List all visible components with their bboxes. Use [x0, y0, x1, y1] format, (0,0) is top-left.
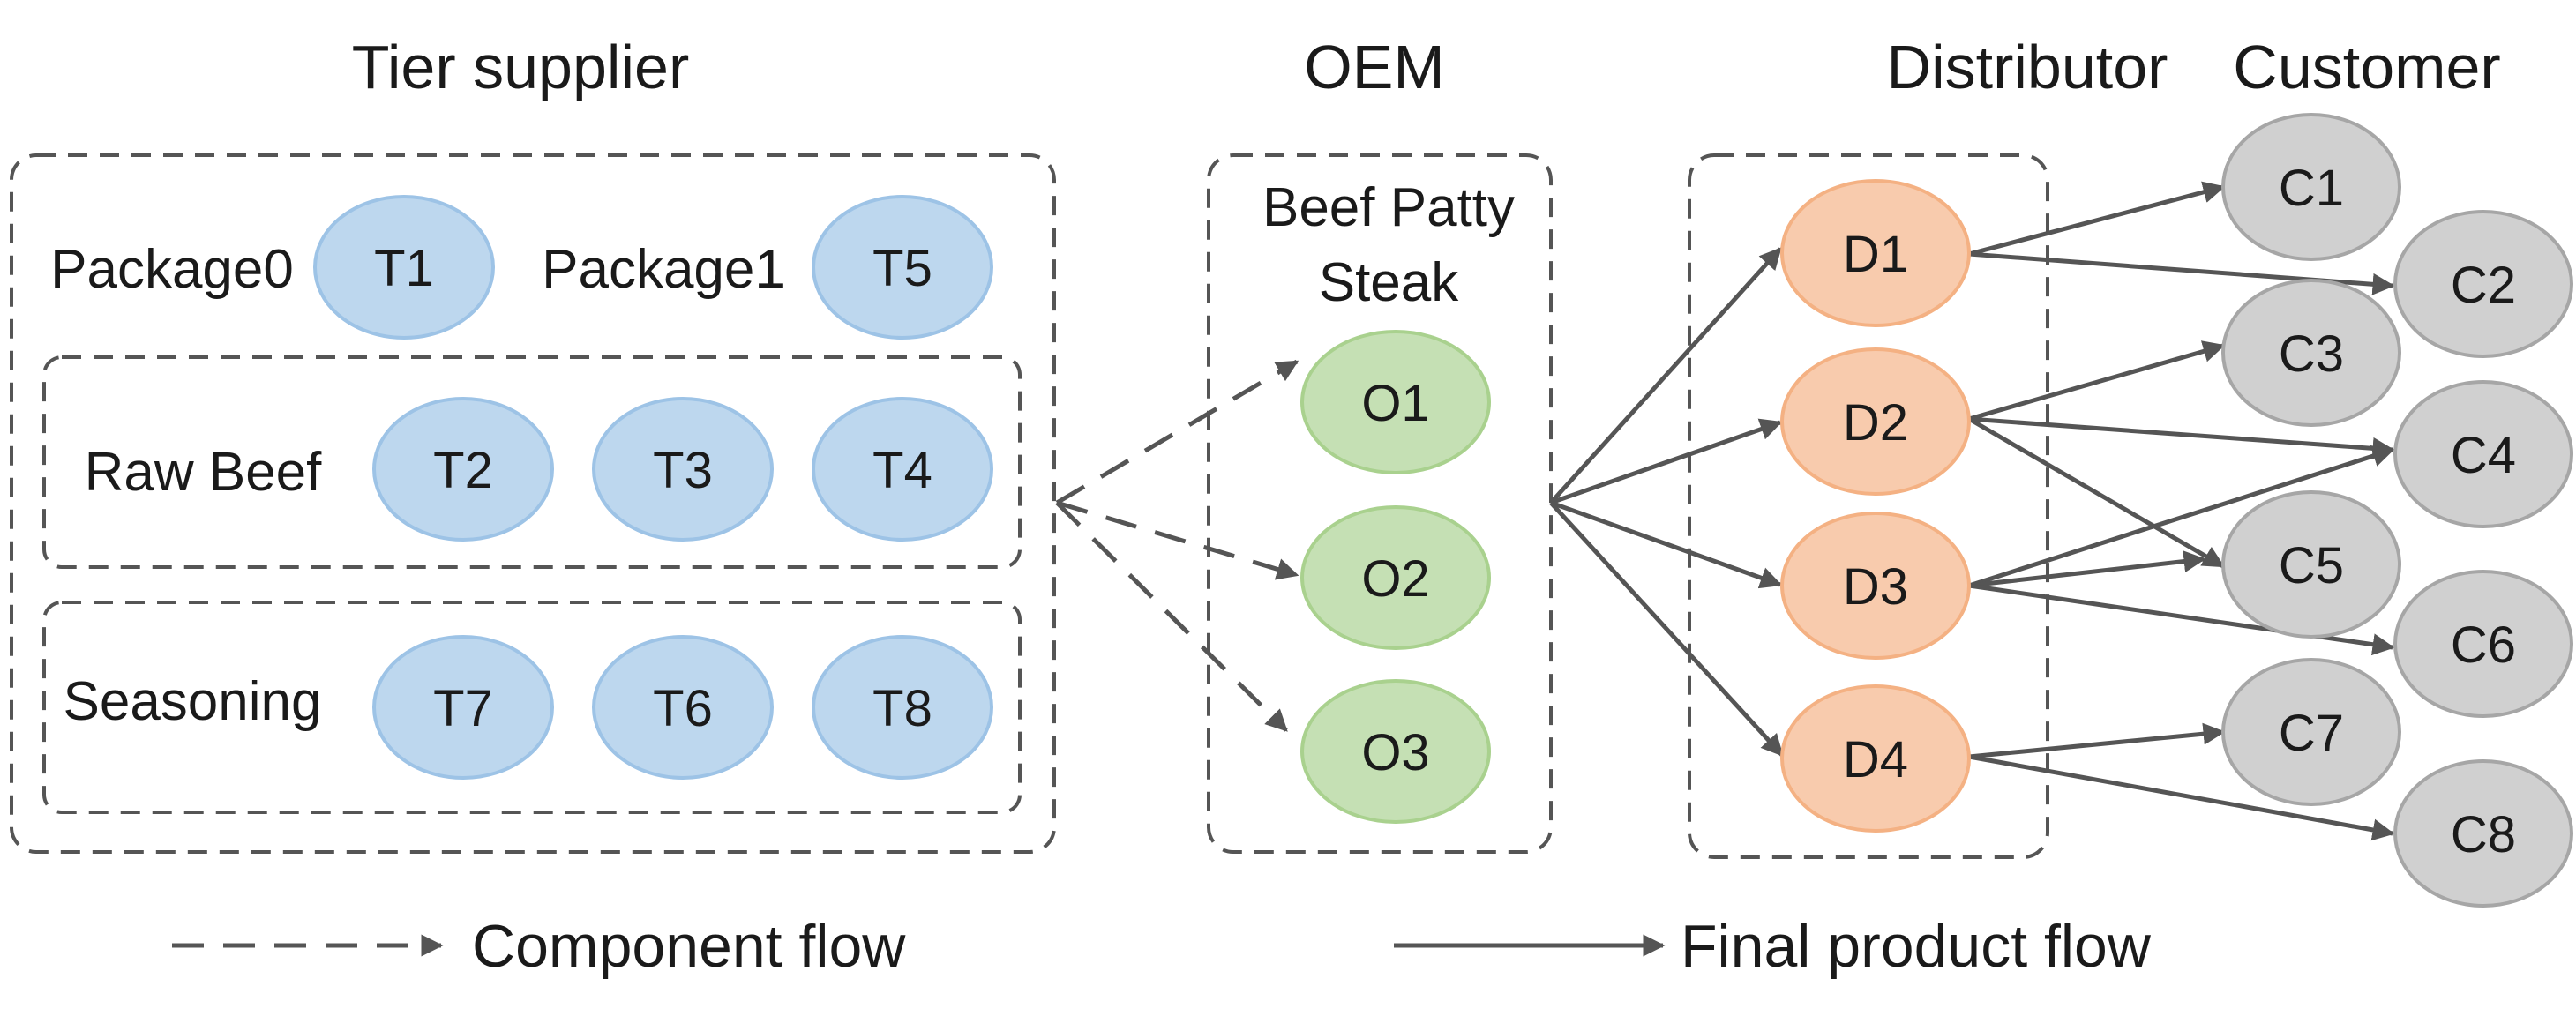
node-c6: C6: [2393, 570, 2573, 718]
node-d4-label: D4: [1843, 731, 1908, 788]
node-c5: C5: [2221, 490, 2401, 639]
node-t5-label: T5: [872, 240, 932, 297]
node-t2-label: T2: [433, 442, 493, 499]
node-t8: T8: [812, 635, 993, 780]
final-flow-edge-d1-c1: [1968, 181, 2226, 257]
node-t8-label: T8: [872, 680, 932, 737]
node-c8-label: C8: [2451, 806, 2516, 863]
seasoning-box: [42, 601, 1022, 814]
node-t5: T5: [812, 195, 993, 340]
header-customer: Customer: [2233, 33, 2500, 101]
node-o3-label: O3: [1361, 724, 1429, 781]
legend-final-product-flow-label: Final product flow: [1681, 913, 2152, 980]
node-t6: T6: [592, 635, 774, 780]
label-oem-steak: Steak: [1319, 252, 1460, 313]
final-flow-edge-d2-c4: [1968, 416, 2395, 459]
final-flow-edge-d4-c7: [1968, 722, 2226, 759]
node-o1-label: O1: [1361, 375, 1429, 432]
component-flow-edge-o1: [1055, 359, 1299, 505]
node-t7-label: T7: [433, 680, 493, 737]
distributor-box: [1688, 153, 2049, 859]
header-oem: OEM: [1304, 33, 1444, 101]
final-flow-edge-oem-d4: [1549, 501, 1784, 757]
legend-component-flow-label: Component flow: [472, 913, 906, 980]
node-c4: C4: [2393, 380, 2573, 528]
node-o3: O3: [1300, 679, 1491, 824]
node-t4: T4: [812, 397, 993, 542]
final-flow-edge-d4-c8: [1968, 754, 2395, 841]
node-t4-label: T4: [872, 442, 932, 499]
node-o2: O2: [1300, 505, 1491, 650]
node-d2-label: D2: [1843, 394, 1908, 452]
node-c5-label: C5: [2279, 537, 2344, 594]
final-flow-edge-d3-c5: [1968, 550, 2206, 588]
node-c3-label: C3: [2279, 325, 2344, 383]
final-flow-edge-oem-d2: [1550, 418, 1783, 505]
node-c7-label: C7: [2279, 705, 2344, 762]
label-package0: Package0: [50, 239, 294, 300]
final-flow-edge-oem-d3: [1550, 500, 1783, 589]
oem-box: [1207, 153, 1553, 854]
node-c1-label: C1: [2279, 160, 2344, 217]
node-d4: D4: [1780, 684, 1971, 833]
node-t7: T7: [372, 635, 554, 780]
component-flow-edge-o3: [1055, 501, 1288, 732]
node-c2: C2: [2393, 210, 2573, 358]
node-d3: D3: [1780, 512, 1971, 660]
raw-beef-box: [42, 355, 1022, 569]
label-seasoning: Seasoning: [63, 671, 321, 732]
node-t1-label: T1: [374, 240, 434, 297]
node-c2-label: C2: [2451, 257, 2516, 314]
node-d1: D1: [1780, 179, 1971, 327]
node-c8: C8: [2393, 759, 2573, 908]
label-raw-beef: Raw Beef: [85, 442, 323, 503]
node-c7: C7: [2221, 658, 2401, 806]
label-package1: Package1: [542, 239, 785, 300]
node-t6-label: T6: [653, 680, 713, 737]
final-flow-edge-d2-c5: [1967, 416, 2226, 569]
final-flow-edge-d3-c4: [1968, 445, 2395, 588]
label-oem-beef-patty: Beef Patty: [1262, 177, 1515, 238]
node-c4-label: C4: [2451, 427, 2516, 484]
node-d2: D2: [1780, 347, 1971, 496]
header-distributor: Distributor: [1887, 33, 2168, 101]
header-tier-supplier: Tier supplier: [352, 33, 690, 101]
node-c1: C1: [2221, 113, 2401, 261]
node-d3-label: D3: [1843, 558, 1908, 616]
node-t2: T2: [372, 397, 554, 542]
node-c6-label: C6: [2451, 616, 2516, 674]
node-c3: C3: [2221, 279, 2401, 427]
node-d1-label: D1: [1843, 226, 1908, 283]
node-t3-label: T3: [653, 442, 713, 499]
node-o2-label: O2: [1361, 550, 1429, 608]
final-flow-edge-d2-c3: [1968, 340, 2226, 422]
final-flow-edge-oem-d1: [1549, 247, 1782, 504]
component-flow-edge-o2: [1056, 500, 1299, 580]
node-o1: O1: [1300, 330, 1491, 474]
node-t3: T3: [592, 397, 774, 542]
node-t1: T1: [313, 195, 495, 340]
